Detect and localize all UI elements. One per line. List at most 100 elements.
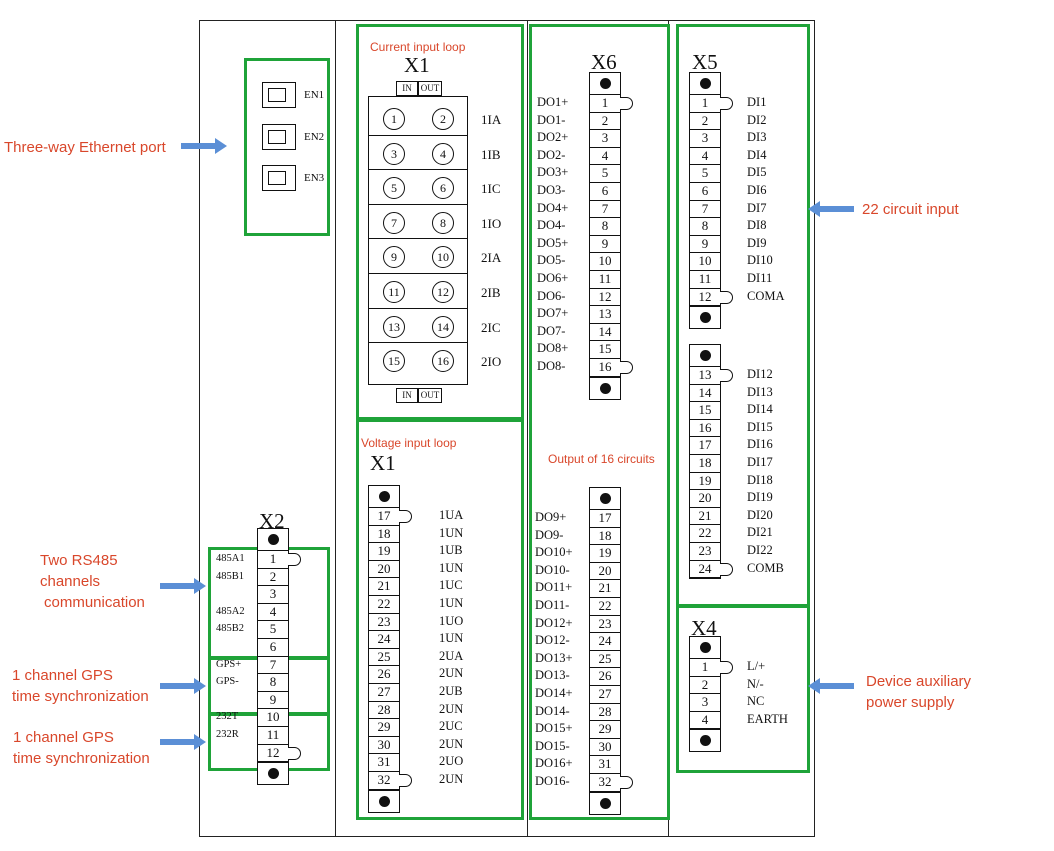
x1-current-title: X1 (404, 53, 430, 77)
x1-terminal-screw: 5 (383, 177, 405, 200)
mounting-screw-icon (378, 795, 390, 807)
x1-terminal-screw: 11 (383, 281, 405, 303)
x1-row-divider (369, 342, 467, 344)
x1-row-divider (369, 203, 467, 205)
x5-bottom-strip-pin-number: 16 (698, 419, 712, 435)
x6-top-strip-pin: 11 (590, 271, 620, 289)
x6-bottom-strip-signal-label: DO13+ (535, 650, 573, 665)
x6-top-strip-signal-label: DO4+ (537, 200, 569, 215)
x1-voltage-strip-signal-label: 1UB (439, 543, 463, 558)
x6-top-strip-signal-label: DO7+ (537, 306, 569, 321)
mounting-screw-icon (267, 768, 279, 780)
terminal-latch-icon (720, 97, 733, 110)
x1-voltage-strip-pin-number: 18 (377, 525, 391, 541)
x1-voltage-strip-signal-label: 1UN (439, 525, 464, 540)
ethernet-callout: Three-way Ethernet port (4, 139, 166, 156)
x5-bottom-strip-pin-number: 13 (698, 367, 712, 382)
voltage-loop-label: Voltage input loop (361, 436, 457, 450)
x5-top-strip-pin-number: 2 (701, 112, 709, 128)
device-left-edge (199, 20, 200, 837)
x6-bottom-strip-pin-number: 31 (598, 756, 612, 772)
x5-top-strip-pin: 1 (690, 95, 733, 113)
x1-current-signal-label: 2IO (481, 354, 502, 370)
x6-top-strip-signal-label: DO4- (537, 218, 566, 233)
x1-voltage-strip-signal-label: 2UB (439, 684, 463, 698)
x5-top-strip-pin-number: 3 (701, 130, 709, 146)
x6-top-strip-pin-number: 9 (601, 235, 609, 251)
divider-2 (527, 20, 528, 837)
x5-top-strip-pin-number: 4 (701, 147, 709, 163)
gps2-arrow-icon (160, 734, 206, 750)
x6-bottom-strip-pin-number: 21 (598, 580, 612, 596)
x5-bottom-strip-signal-label: DI14 (747, 402, 773, 417)
x6-top-strip-signal-label: DO8+ (537, 341, 569, 356)
ethernet-port-inner (268, 130, 286, 144)
x5-bottom-strip-signal-label: DI16 (747, 437, 773, 452)
x6-bottom-strip-pin-number: 20 (598, 562, 612, 578)
x2-strip-pin: 7 (258, 657, 288, 675)
x5-bottom-strip-pin: 16 (690, 420, 720, 438)
x1-voltage-strip-pin: 20 (369, 561, 399, 579)
x1-voltage-strip-signal-label: 2UN (439, 666, 464, 681)
x5-top-strip-signal-label: DI6 (747, 183, 767, 197)
x1-current-signal-label: 2IB (481, 285, 501, 300)
x1-current-signal-label: 2IC (481, 319, 501, 335)
ethernet-port-inner (268, 88, 286, 102)
x1-row-divider (369, 169, 467, 171)
x1-voltage-strip-pin: 25 (369, 649, 399, 667)
x5-bottom-strip-pin-number: 17 (698, 437, 712, 453)
x1-voltage-strip-signal-label: 1UC (439, 578, 463, 593)
x6-bottom-strip-signal-label: DO12+ (535, 615, 573, 630)
x1-terminal-screw: 1 (383, 108, 405, 130)
power-box (676, 605, 810, 773)
x5-top-strip-signal-label: DI2 (747, 112, 767, 127)
x2-strip-pin-number: 11 (266, 726, 280, 742)
x6-bottom-strip-pin-number: 18 (598, 527, 612, 543)
x6-top-strip-pin-number: 15 (598, 341, 612, 357)
x5-bottom-strip-signal-label: DI20 (747, 507, 773, 522)
x1-voltage-strip-signal-label: 1UO (439, 613, 464, 628)
x1-voltage-strip-pin: 24 (369, 631, 399, 649)
x1-terminal-screw: 3 (383, 142, 405, 165)
output-16-label: Output of 16 circuits (548, 452, 655, 466)
x4-title: X4 (691, 616, 717, 640)
x2-strip-pin: 1 (258, 551, 301, 569)
x6-bottom-strip-signal-label: DO12- (535, 633, 570, 648)
x6-bottom-strip-pin-number: 23 (598, 615, 612, 631)
x6-top-strip-pin: 15 (590, 341, 620, 359)
x2-strip-signal-label: 485B2 (216, 623, 245, 635)
x6-top-strip-pin-number: 7 (601, 200, 609, 216)
aux-power-arrow-icon (808, 678, 854, 694)
mounting-screw-icon (599, 382, 611, 394)
x1-terminal-screw: 14 (432, 315, 454, 338)
x5-bottom-strip-signal-label: DI13 (747, 384, 773, 399)
current-loop-label: Current input loop (370, 40, 466, 54)
x6-bottom-strip-signal-label: DO16+ (535, 756, 573, 771)
x5-bottom-strip-signal-label: DI19 (747, 490, 773, 505)
x6-top-strip-pin-number: 14 (598, 323, 612, 339)
x6-top-strip-signal-label: DO1- (537, 112, 566, 127)
mounting-screw-icon (699, 350, 711, 361)
x4-strip-pin-number: 2 (701, 676, 709, 692)
x1-row-divider (369, 238, 467, 240)
gps1-callout-line2: time synchronization (12, 688, 149, 705)
x1-voltage-strip-pin-number: 21 (377, 578, 391, 594)
x6-top-strip-pin-number: 16 (598, 358, 612, 374)
terminal-latch-icon (620, 775, 633, 789)
x1-terminal-screw: 2 (432, 108, 454, 130)
x5-bottom-strip-pin: 24 (690, 561, 733, 579)
x5-bottom-strip-pin: 13 (690, 367, 733, 385)
x1-voltage-strip-signal-label: 1UN (439, 631, 464, 646)
x5-top-strip-cap-bottom (690, 306, 720, 328)
x6-top-strip-pin-number: 10 (598, 253, 612, 269)
x2-strip-pin-number: 6 (269, 638, 277, 654)
ethernet-port-icon (262, 82, 296, 108)
rs485-callout-line3: communication (44, 594, 145, 611)
x6-bottom-strip-signal-label: DO9+ (535, 510, 567, 524)
x1-voltage-strip-signal-label: 1UN (439, 560, 464, 575)
